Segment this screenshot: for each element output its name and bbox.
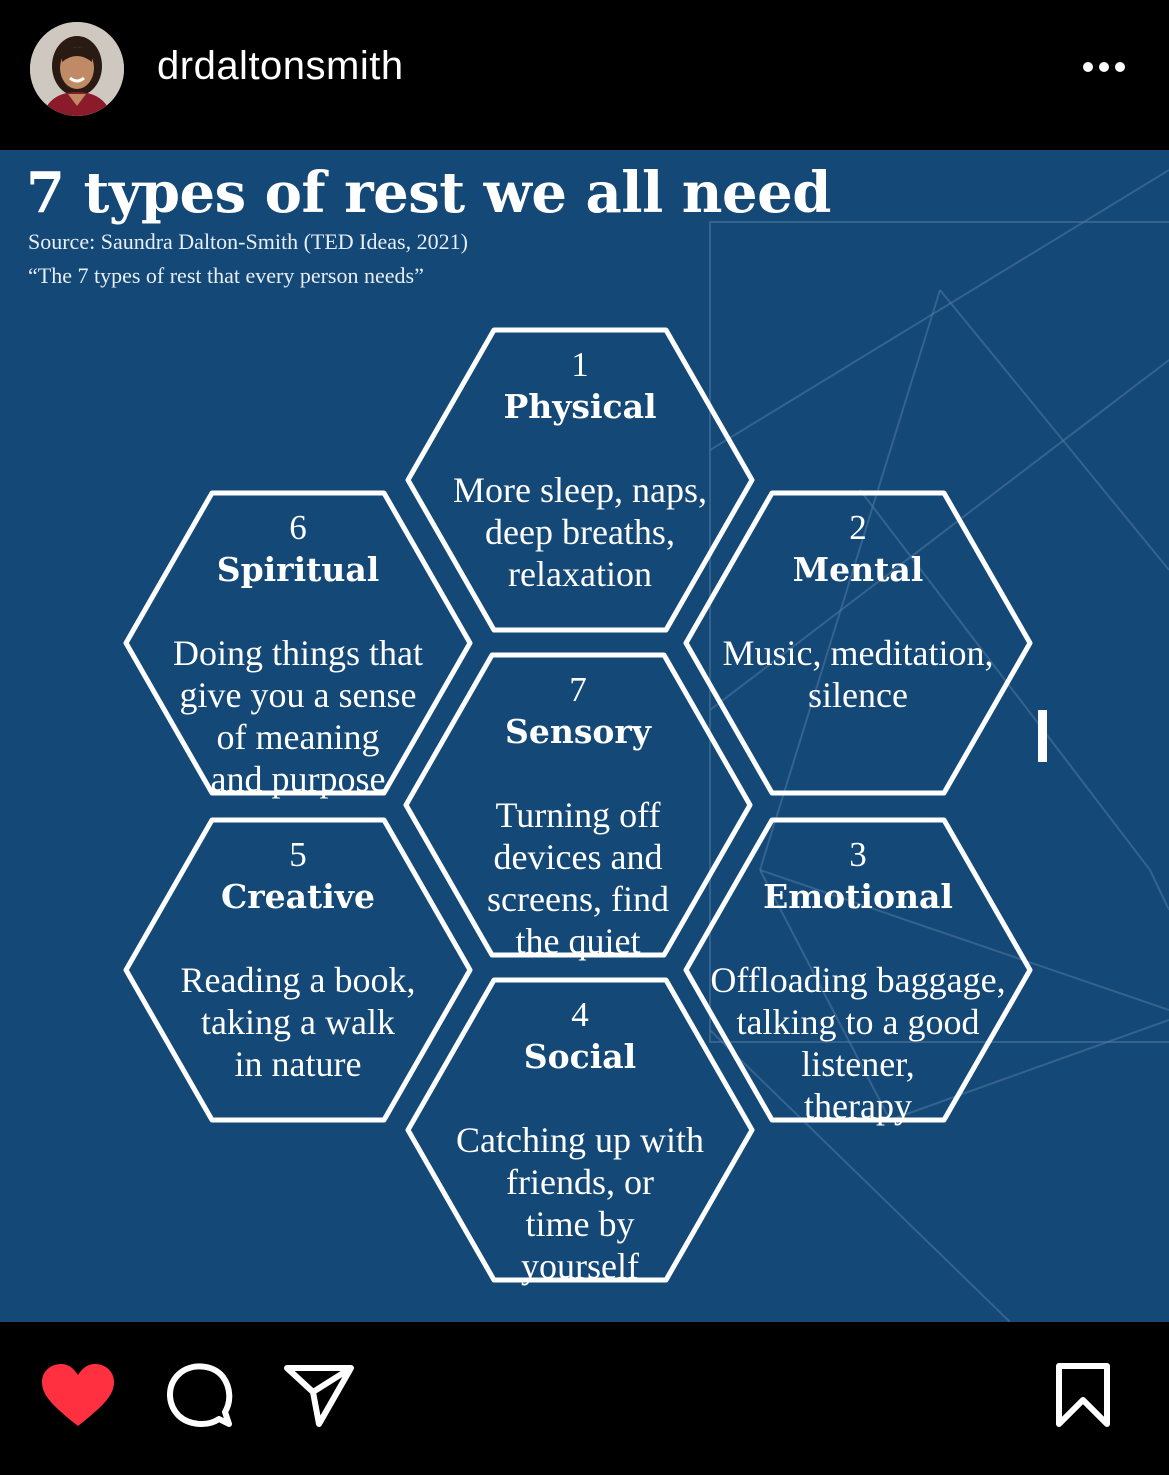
hexagon-number: 5 — [289, 835, 307, 874]
hexagon-description-line: deep breaths, — [485, 512, 675, 552]
hexagon-description-line: talking to a good — [737, 1002, 980, 1042]
hexagon-description-line: therapy — [804, 1086, 912, 1126]
hexagon-description-line: and purpose — [211, 759, 386, 799]
more-dot — [1099, 62, 1109, 72]
hexagon-description-line: yourself — [521, 1246, 639, 1286]
hexagon-description-line: Doing things that — [173, 633, 423, 673]
avatar[interactable] — [30, 22, 124, 116]
hexagon-description-line: taking a walk — [201, 1002, 395, 1042]
hexagon-title: Creative — [221, 877, 375, 916]
more-options-button[interactable] — [1074, 54, 1134, 84]
hexagon-title: Spiritual — [217, 550, 380, 589]
more-dot — [1115, 62, 1125, 72]
post-source: Source: Saundra Dalton-Smith (TED Ideas,… — [28, 229, 468, 254]
hexagon-outline — [123, 490, 473, 796]
hexagon-description-line: time by — [526, 1204, 635, 1244]
post-title: 7 types of rest we all need — [26, 160, 831, 226]
more-horizontal-icon — [1083, 62, 1093, 72]
hexagon-description-line: screens, find — [487, 879, 669, 919]
hexagon-description-line: Offloading baggage, — [710, 960, 1005, 1000]
hexagon-description-line: of meaning — [217, 717, 380, 757]
post-quote: “The 7 types of rest that every person n… — [28, 263, 424, 288]
send-icon — [284, 1365, 354, 1427]
hexagon-description-line: the quiet — [516, 921, 641, 961]
hexagon-outline — [403, 652, 753, 958]
comment-icon — [167, 1363, 233, 1427]
avatar-image — [30, 22, 124, 116]
bookmark-icon — [1056, 1363, 1110, 1427]
hexagon-description-line: devices and — [494, 837, 663, 877]
hexagon-description-line: give you a sense — [180, 675, 417, 715]
hexagon-number: 7 — [569, 670, 587, 709]
hexagon-number: 6 — [289, 508, 307, 547]
hexagon-outline — [683, 817, 1033, 1123]
hexagon-description-line: listener, — [801, 1044, 915, 1084]
like-button[interactable] — [40, 1362, 116, 1433]
share-button[interactable] — [283, 1362, 355, 1433]
hexagon-title: Social — [524, 1037, 636, 1076]
hexagon-description-line: Catching up with — [456, 1120, 704, 1160]
hexagon-title: Mental — [793, 550, 924, 589]
hexagon-description-line: relaxation — [508, 554, 652, 594]
username[interactable]: drdaltonsmith — [157, 44, 404, 88]
post-header: drdaltonsmith — [0, 0, 1169, 150]
hexagon-outline — [405, 977, 755, 1283]
hexagon-title: Physical — [503, 387, 656, 426]
hexagon-description-line: Music, meditation, — [723, 633, 994, 673]
hexagon-title: Sensory — [505, 712, 652, 751]
heart-icon — [42, 1364, 114, 1426]
hexagon-title: Emotional — [763, 877, 953, 916]
hexagon-description-line: More sleep, naps, — [453, 470, 707, 510]
hexagon-description-line: Turning off — [495, 795, 660, 835]
save-button[interactable] — [1054, 1362, 1112, 1433]
hexagon-description-line: Reading a book, — [181, 960, 416, 1000]
hexagon-outline — [405, 327, 755, 633]
text-cursor — [1038, 710, 1047, 762]
hexagon-number: 4 — [571, 995, 589, 1034]
hexagon-description-line: in nature — [235, 1044, 362, 1084]
background-geometric-lines — [709, 169, 1169, 1322]
post-actions-bar — [0, 1322, 1169, 1475]
hexagon-description-line: silence — [808, 675, 908, 715]
hexagon-description-line: friends, or — [506, 1162, 654, 1202]
hexagon-number: 1 — [571, 345, 589, 384]
comment-button[interactable] — [165, 1362, 233, 1433]
hexagon-outline — [683, 490, 1033, 796]
hexagon-outline — [123, 817, 473, 1123]
hexagon-number: 3 — [849, 835, 867, 874]
hexagon-number: 2 — [849, 508, 867, 547]
